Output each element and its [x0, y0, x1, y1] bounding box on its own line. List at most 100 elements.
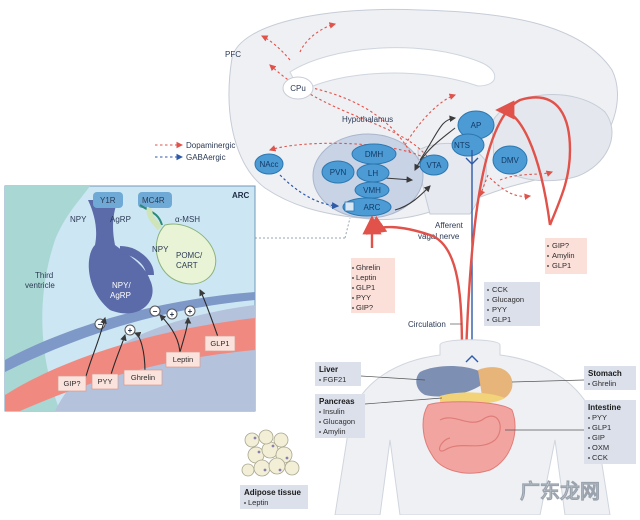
intestine-item-4: CCK — [592, 453, 608, 462]
intestine-item-3: OXM — [592, 443, 609, 452]
adipose-box: Adipose tissue Leptin — [240, 485, 308, 509]
legend: Dopaminergic GABAergic — [155, 141, 235, 162]
ap-label: AP — [471, 121, 482, 130]
hormone-ghrelin: Ghrelin — [123, 369, 163, 386]
intestine-item-2: GIP — [592, 433, 605, 442]
cpu-label: CPu — [290, 84, 306, 93]
sign-2: − — [153, 307, 158, 316]
pancreas-item-0: Insulin — [323, 407, 345, 416]
npy-agrp-neuron — [88, 200, 153, 314]
organs — [416, 366, 516, 474]
circ-item-3: PYY — [356, 293, 371, 302]
liver-item-0: FGF21 — [323, 375, 346, 384]
ap-item-1: Amylin — [552, 251, 575, 260]
npy-agrp-label-1: NPY/ — [112, 281, 131, 290]
intestine-item-0: PYY — [592, 413, 607, 422]
hormone-pyy-label: PYY — [97, 377, 112, 386]
ap-item-2: GLP1 — [552, 261, 571, 270]
circulation-arrows — [366, 96, 572, 356]
adipose-item-0: Leptin — [248, 498, 268, 507]
liver-shape — [416, 366, 488, 397]
ap-item-0: GIP? — [552, 241, 569, 250]
stomach-shape — [478, 367, 513, 401]
corpus-callosum — [289, 47, 496, 93]
stomach-box: Stomach Ghrelin — [511, 366, 636, 390]
pfc-label: PFC — [225, 50, 241, 59]
pancreas-title: Pancreas — [319, 397, 355, 406]
mc4r-label: MC4R — [142, 196, 165, 205]
vagal-item-3: GLP1 — [492, 315, 511, 324]
hormone-glp1-label: GLP1 — [210, 339, 229, 348]
adipose-title: Adipose tissue — [244, 488, 301, 497]
nucleus-vta: VTA — [419, 154, 449, 176]
circ-item-0: Ghrelin — [356, 263, 380, 272]
npy-mid-label: NPY — [152, 245, 169, 254]
arc-label: ARC — [364, 203, 381, 212]
nacc-label: NAcc — [259, 160, 278, 169]
hormone-gip-label: GIP? — [63, 379, 80, 388]
nucleus-nts: NTS — [451, 133, 485, 157]
circulating-bullets — [352, 267, 354, 309]
pomc-label-2: CART — [176, 261, 198, 270]
vagal-item-2: PYY — [492, 305, 507, 314]
vagal-origin-symbol — [465, 355, 479, 363]
vta-label: VTA — [427, 161, 443, 170]
dmh-label: DMH — [365, 150, 383, 159]
nucleus-pvn: PVN — [321, 160, 355, 184]
vagal-nerve-label: vagal nerve — [418, 232, 460, 241]
watermark: 广东龙网 — [520, 479, 600, 503]
npy-agrp-label-2: AgRP — [110, 291, 131, 300]
dopaminergic-paths — [261, 22, 554, 200]
vagal-item-0: CCK — [492, 285, 508, 294]
afferent-label: Afferent — [435, 221, 464, 230]
cpu-region: CPu — [282, 76, 314, 100]
stomach-title: Stomach — [588, 369, 622, 378]
nucleus-dmh: DMH — [351, 143, 397, 165]
dmv-label: DMV — [501, 156, 519, 165]
hormone-ghrelin-label: Ghrelin — [131, 373, 155, 382]
hormone-leptin-label: Leptin — [173, 355, 193, 364]
nucleus-vmh: VMH — [354, 181, 390, 199]
vagal-signals-box: CCK Glucagon PYY GLP1 — [484, 282, 540, 326]
vagal-item-1: Glucagon — [492, 295, 524, 304]
nts-label: NTS — [454, 141, 470, 150]
nucleus-nacc: NAcc — [254, 153, 284, 175]
vmh-label: VMH — [363, 186, 381, 195]
nucleus-lh: LH — [356, 163, 390, 183]
alpha-msh-label: α-MSH — [175, 215, 200, 224]
pvn-label: PVN — [330, 168, 347, 177]
hormone-leptin: Leptin — [165, 351, 201, 368]
nts-vagal-symbol — [465, 157, 479, 165]
lh-label: LH — [368, 169, 378, 178]
pomc-label-1: POMC/ — [176, 251, 203, 260]
agrp-top-label: AgRP — [110, 215, 131, 224]
intestine-item-1: GLP1 — [592, 423, 611, 432]
circ-item-2: GLP1 — [356, 283, 375, 292]
hormone-arrows — [84, 289, 219, 381]
hormone-pyy: PYY — [91, 373, 119, 390]
nucleus-arc: ARC — [342, 197, 392, 217]
y1r-label: Y1R — [100, 196, 116, 205]
ap-signals-box: GIP? Amylin GLP1 — [545, 238, 587, 274]
pancreas-item-2: Amylin — [323, 427, 346, 436]
intestine-box: Intestine PYY GLP1 GIP OXM CCK — [505, 400, 636, 464]
nucleus-dmv: DMV — [492, 145, 528, 175]
circ-item-4: GIP? — [356, 303, 373, 312]
circ-item-1: Leptin — [356, 273, 376, 282]
arc-panel: ARC Y1R MC4R NPY AgRP α-MSH NPY POMC/ CA… — [4, 185, 256, 412]
pomc-neuron — [155, 223, 217, 285]
gabaergic-path — [279, 174, 340, 210]
hormone-glp1: GLP1 — [204, 335, 236, 352]
legend-gabaergic: GABAergic — [186, 153, 226, 162]
npy-top-label: NPY — [70, 215, 87, 224]
intestine-shape — [422, 401, 516, 474]
brain-section — [228, 8, 619, 221]
circulating-hormones-box: Ghrelin Leptin GLP1 PYY GIP? — [351, 258, 395, 313]
hypothalamus-label: Hypothalamus — [342, 115, 393, 124]
third-ventricle-label-1: Third — [35, 271, 53, 280]
arc-panel-title: ARC — [232, 191, 250, 200]
nucleus-ap: AP — [457, 110, 495, 140]
mc4r-receptor — [138, 192, 172, 208]
